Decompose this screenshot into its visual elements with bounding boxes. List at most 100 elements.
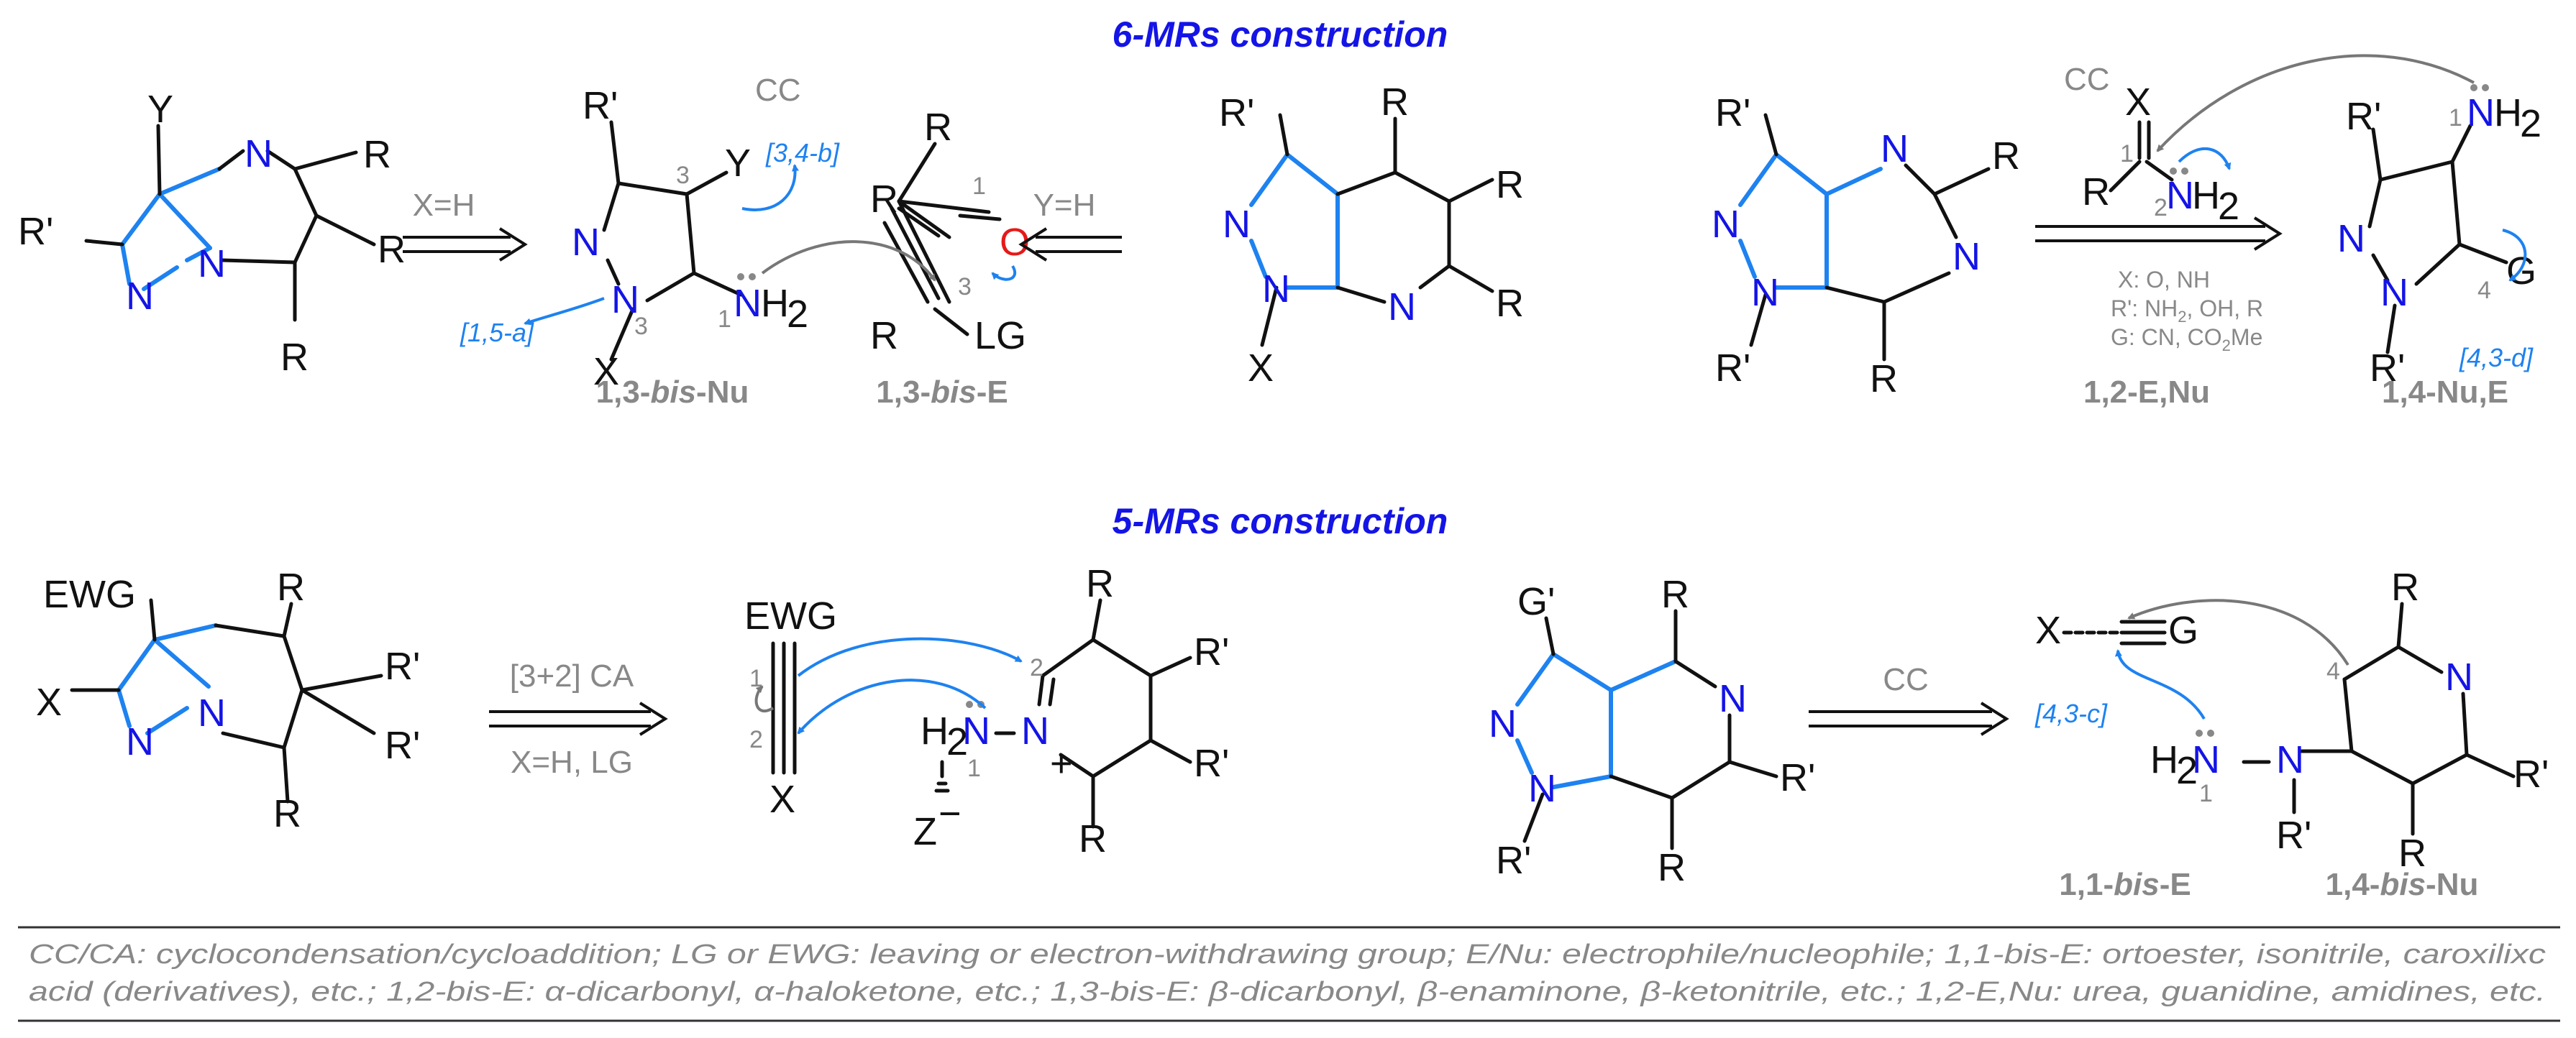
pyrazolo-1-5-a-pyridine: EWG X N N R R' R' R [36,566,420,835]
atom-N: N [198,242,226,285]
arrow-label-ca: [3+2] CA [510,658,634,694]
synthon-label: 1,3-bis-E [876,375,1008,410]
atom-N: N [572,221,600,264]
header-6mr: 6-MRs construction [1113,14,1448,55]
atom-X: X [2035,609,2061,652]
atom-N: N [1952,235,1981,278]
atom-H2-subscript: 2 [2176,749,2198,792]
atom-X: X [769,778,795,821]
atom-R: R [2398,832,2426,875]
atom-R: R [1496,282,1524,325]
atom-X: X [593,350,619,393]
atom-N: N [1881,127,1909,170]
synthon-label: 1,4-Nu,E [2382,375,2508,410]
fusion-label-4-3-c: [4,3-c] [2034,699,2108,728]
atom-N: N [1021,709,1049,753]
atom-N: N [611,278,639,321]
atom-R-prime: R' [1219,91,1254,134]
retro-arrow-conditions: X: O, NH R': NH2, OH, R G: CN, CO2Me 1,2… [2035,216,2283,410]
atom-R: R [273,792,301,835]
atom-N: N [1528,767,1556,810]
atom-N: N [126,275,154,318]
arrow-label-xhlg: X=H, LG [511,745,633,780]
atom-Y: Y [147,88,173,131]
synthon-label: 1,4-bis-Nu [2326,867,2479,902]
atom-R-prime: R' [2370,346,2405,390]
atom-EWG: EWG [744,594,837,638]
atom-H2-subscript: 2 [2218,185,2239,228]
atom-R-prime: R' [2513,753,2549,796]
retro-arrow-xh: X=H [403,188,528,262]
atom-N: N [2445,656,2473,699]
atom-R: R [2082,170,2110,213]
atom-R-prime: R' [18,210,53,253]
atom-R: R [1496,163,1524,206]
atom-H2: H [2192,174,2220,217]
atom-N: N [1719,677,1747,720]
atom-R-prime: R' [1496,839,1531,882]
atom-H2: H [921,709,949,753]
charge-minus: − [938,792,962,835]
condition-g: G: CN, CO2Me [2111,324,2262,354]
atom-G-prime: G' [1517,580,1555,623]
locant-1: 1 [967,755,981,782]
atom-R: R [277,566,305,609]
atom-N: N [1712,203,1740,246]
atom-LG: LG [974,314,1026,357]
atom-R: R [280,336,309,379]
atom-H2: H [761,282,789,325]
atom-R-prime: R' [2346,95,2381,138]
atom-H2-subscript: 2 [2520,102,2541,145]
locant-3: 3 [634,313,648,340]
atom-N: N [734,282,762,325]
atom-N: N [1223,203,1251,246]
atom-R: R [1381,81,1409,124]
footnote-line-2: acid (derivatives), etc.; 1,2-bis-E: α-d… [29,977,2546,1007]
locant-2: 2 [2154,194,2168,221]
atom-CC: CC [2064,62,2110,97]
locant-1: 1 [972,173,986,200]
atom-EWG: EWG [43,573,136,616]
atom-R: R [378,228,406,271]
amidine-1-2-e-nu: CC X R N H 2 1 2 [2064,54,2475,228]
atom-N: N [2467,91,2495,134]
atom-N: N [962,709,990,753]
retro-arrow-yh: Y=H [1018,188,1122,262]
alkyne-and-n-aminopyridinium: EWG X 1 2 N + 2 R R' R' R H 2 N 1 Z − [744,562,1229,860]
retro-arrow-cc: CC [1809,662,2009,736]
atom-N: N [198,692,226,735]
atom-R-prime: R' [1715,91,1750,134]
locant-1: 1 [718,306,731,333]
header-5mr: 5-MRs construction [1113,501,1448,541]
condition-r: R': NH2, OH, R [2111,295,2263,326]
atom-H2-subscript: 2 [787,293,808,336]
atom-R-prime: R' [2276,814,2311,857]
locant-1: 1 [2449,104,2462,132]
atom-N: N [1262,267,1290,311]
fusion-label-1-5-a: [1,5-a] [460,318,534,347]
synthon-label: 1,1-bis-E [2059,867,2191,902]
atom-CC: CC [755,73,801,108]
atom-N: N [2337,217,2365,260]
locant-3: 3 [958,273,972,300]
atom-R: R [2391,566,2419,609]
locant-2: 2 [1030,654,1043,681]
atom-R-prime: R' [1194,630,1229,674]
atom-R: R [870,314,898,357]
nitrile-and-hydrazinopyridine: X G R N R' R 4 N R' H 2 N 1 [4,3-c] 1,1-… [2034,566,2549,902]
atom-R: R [1992,134,2020,178]
footnote-line-1: CC/CA: cyclocondensation/cycloaddition; … [29,940,2546,970]
atom-N: N [2166,174,2194,217]
atom-N: N [1388,285,1416,329]
atom-R: R [1870,357,1898,400]
atom-N: N [2380,271,2408,314]
atom-R: R [1661,573,1689,616]
atom-R: R [924,106,952,149]
arrow-label-xh: X=H [413,188,475,223]
atom-X: X [1248,346,1274,390]
atom-N: N [245,132,273,175]
locant-2: 2 [749,726,763,753]
atom-Z: Z [913,810,937,853]
atom-N: N [1489,702,1517,745]
fusion-label-3-4-b: [3,4-b] [765,138,840,167]
